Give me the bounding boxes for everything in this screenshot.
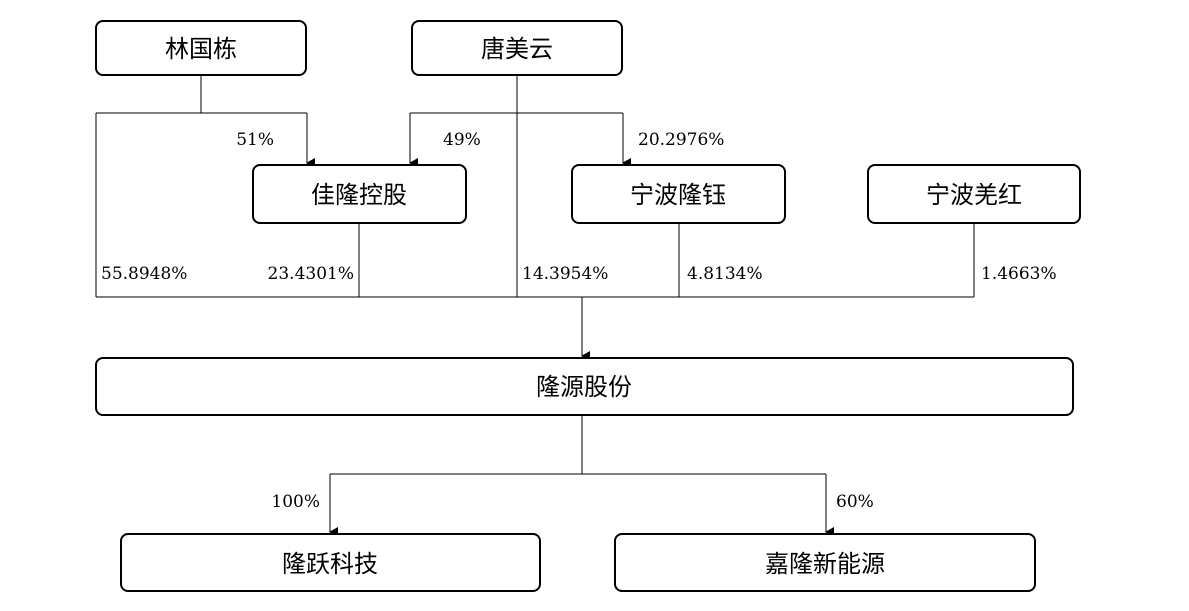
pct-ningbo-qianghong-to-longyuan: 1.4663% [981, 264, 1057, 284]
entity-label: 唐美云 [481, 35, 553, 63]
pct-jialong-to-longyuan: 23.4301% [268, 264, 354, 284]
entity-box [95, 20, 307, 76]
entity-ningbo-longyu: 宁波隆钰 [571, 164, 786, 224]
pct-lin-to-jialong: 51% [236, 130, 274, 150]
connector-lines [95, 75, 975, 537]
entity-lin-guodong: 林国栋 [95, 20, 307, 76]
entity-jialong-holding: 佳隆控股 [252, 164, 467, 224]
pct-lin-to-longyuan: 55.8948% [101, 264, 187, 284]
pct-tang-to-jialong: 49% [443, 130, 481, 150]
entity-label: 嘉隆新能源 [765, 550, 885, 578]
entity-tang-meiyun: 唐美云 [411, 20, 623, 76]
pct-tang-to-longyuan: 14.3954% [522, 264, 608, 284]
entity-jialong-new-energy: 嘉隆新能源 [614, 533, 1036, 592]
pct-longyuan-to-longyue: 100% [271, 492, 320, 512]
entity-label: 宁波隆钰 [630, 181, 726, 209]
entity-ningbo-qianghong: 宁波羌红 [867, 164, 1081, 224]
entity-box [411, 20, 623, 76]
entity-longyuan-shares: 隆源股份 [95, 357, 1074, 416]
entity-box [95, 357, 1074, 416]
entity-longyue-tech: 隆跃科技 [120, 533, 541, 592]
pct-longyuan-to-jialong-new-energy: 60% [836, 492, 874, 512]
entity-box [614, 533, 1036, 592]
entity-box [120, 533, 541, 592]
percentage-labels: 51% 49% 20.2976% 55.8948% 23.4301% 14.39… [101, 130, 1057, 512]
entity-box [867, 164, 1081, 224]
entity-label: 隆源股份 [536, 373, 632, 401]
entity-label: 林国栋 [165, 35, 237, 63]
entity-label: 宁波羌红 [926, 181, 1022, 209]
entity-box [571, 164, 786, 224]
pct-tang-to-ningbo-longyu: 20.2976% [638, 130, 724, 150]
entity-box [252, 164, 467, 224]
entity-label: 隆跃科技 [282, 550, 378, 578]
entity-label: 佳隆控股 [311, 181, 407, 209]
pct-ningbo-longyu-to-longyuan: 4.8134% [687, 264, 763, 284]
